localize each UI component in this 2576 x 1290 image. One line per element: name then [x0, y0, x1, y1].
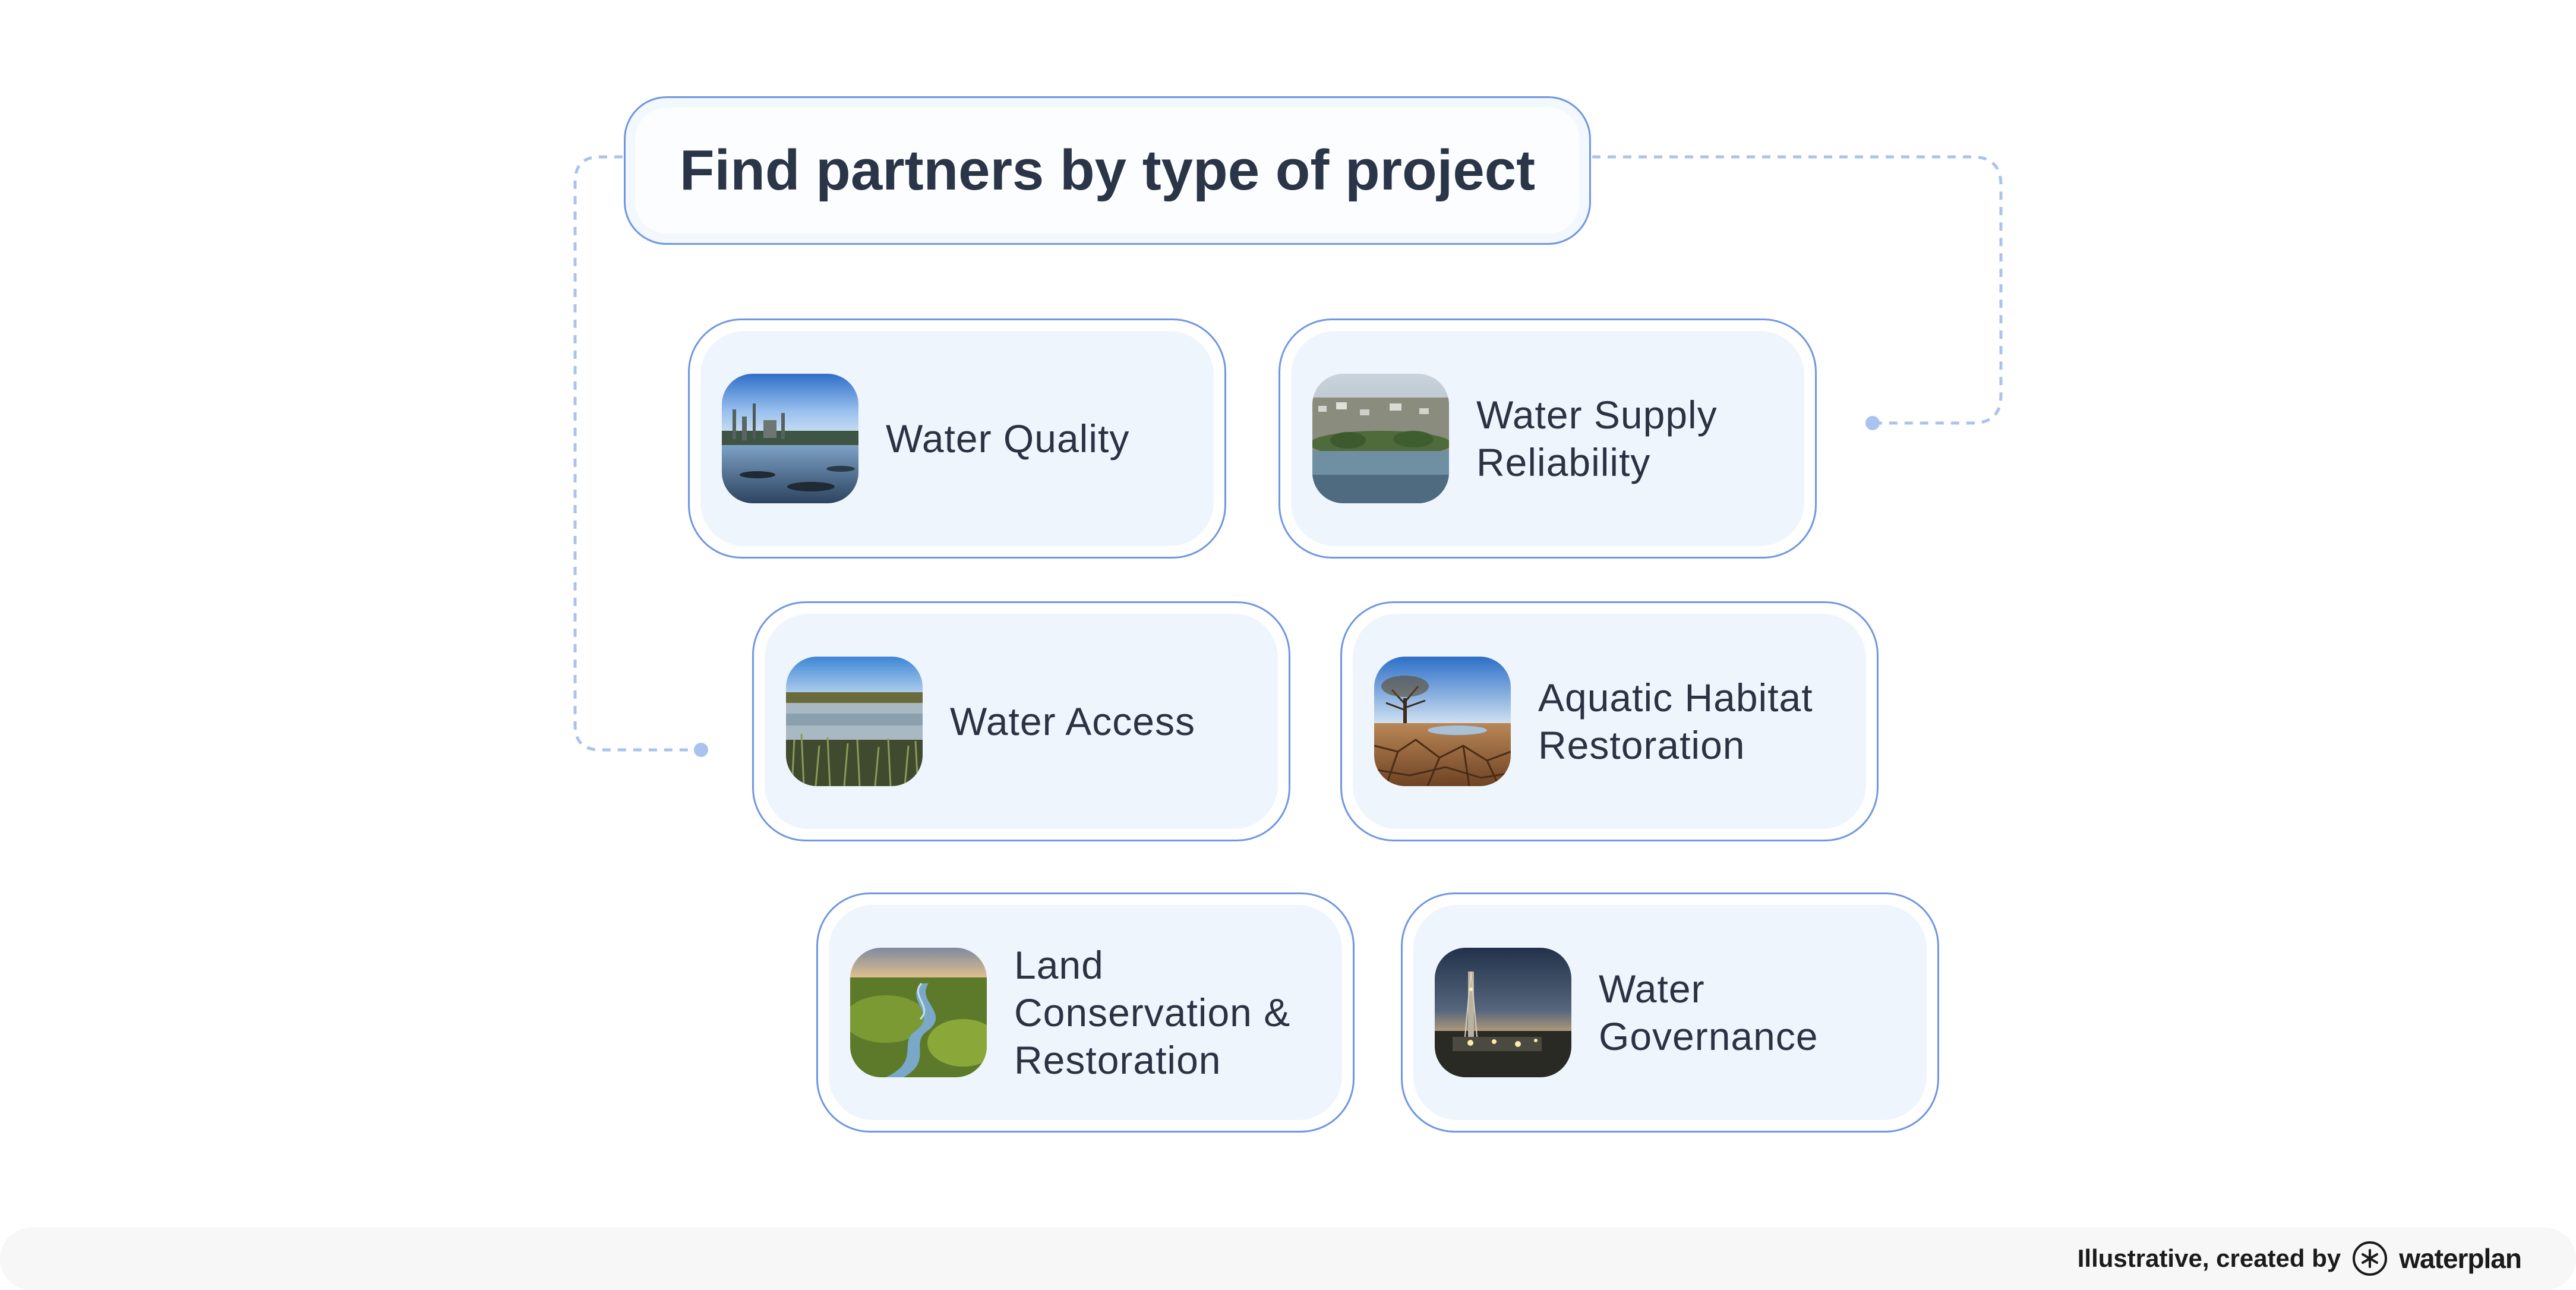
card-water-access[interactable]: Water Access	[752, 601, 1290, 841]
wetland-reeds-photo	[786, 657, 923, 786]
card-water-supply-reliability[interactable]: Water Supply Reliability	[1278, 318, 1817, 559]
card-label: Water Access	[950, 699, 1195, 743]
brand-name[interactable]: waterplan	[2399, 1243, 2522, 1274]
footer-bar	[0, 1228, 2576, 1290]
dry-cracked-earth-photo	[1374, 657, 1511, 786]
card-body: Aquatic Habitat Restoration	[1353, 614, 1866, 829]
card-body: Water Governance	[1413, 905, 1927, 1120]
card-label: Aquatic Habitat Restoration	[1538, 676, 1813, 767]
footer-credit: Illustrative, created by waterplan	[2077, 1241, 2522, 1276]
right-connector-dot	[1865, 416, 1880, 430]
industrial-lake-photo	[722, 374, 858, 503]
credit-text: Illustrative, created by	[2077, 1244, 2341, 1272]
card-label: Land Conservation & Restoration	[1014, 943, 1291, 1082]
card-body: Water Quality	[700, 331, 1214, 546]
card-label: Water Supply Reliability	[1476, 393, 1718, 484]
card-label: Water Governance	[1599, 967, 1819, 1058]
card-label: Water Quality	[886, 417, 1130, 461]
card-body: Land Conservation & Restoration	[829, 905, 1342, 1120]
card-body: Water Supply Reliability	[1291, 331, 1804, 546]
title-card: Find partners by type of project	[624, 96, 1591, 245]
card-water-quality[interactable]: Water Quality	[688, 318, 1226, 559]
river-valley-photo	[850, 948, 987, 1077]
drilling-rig-night-photo	[1435, 948, 1571, 1077]
left-connector-dot	[694, 743, 708, 757]
card-aquatic-habitat-restoration[interactable]: Aquatic Habitat Restoration	[1340, 601, 1879, 841]
asterisk-circle-icon	[2353, 1241, 2388, 1276]
card-body: Water Access	[765, 614, 1278, 829]
city-reservoir-photo	[1312, 374, 1449, 503]
card-water-governance[interactable]: Water Governance	[1401, 892, 1939, 1133]
page-title: Find partners by type of project	[679, 138, 1536, 202]
left-connector	[573, 155, 701, 752]
card-land-conservation-restoration[interactable]: Land Conservation & Restoration	[816, 892, 1355, 1133]
